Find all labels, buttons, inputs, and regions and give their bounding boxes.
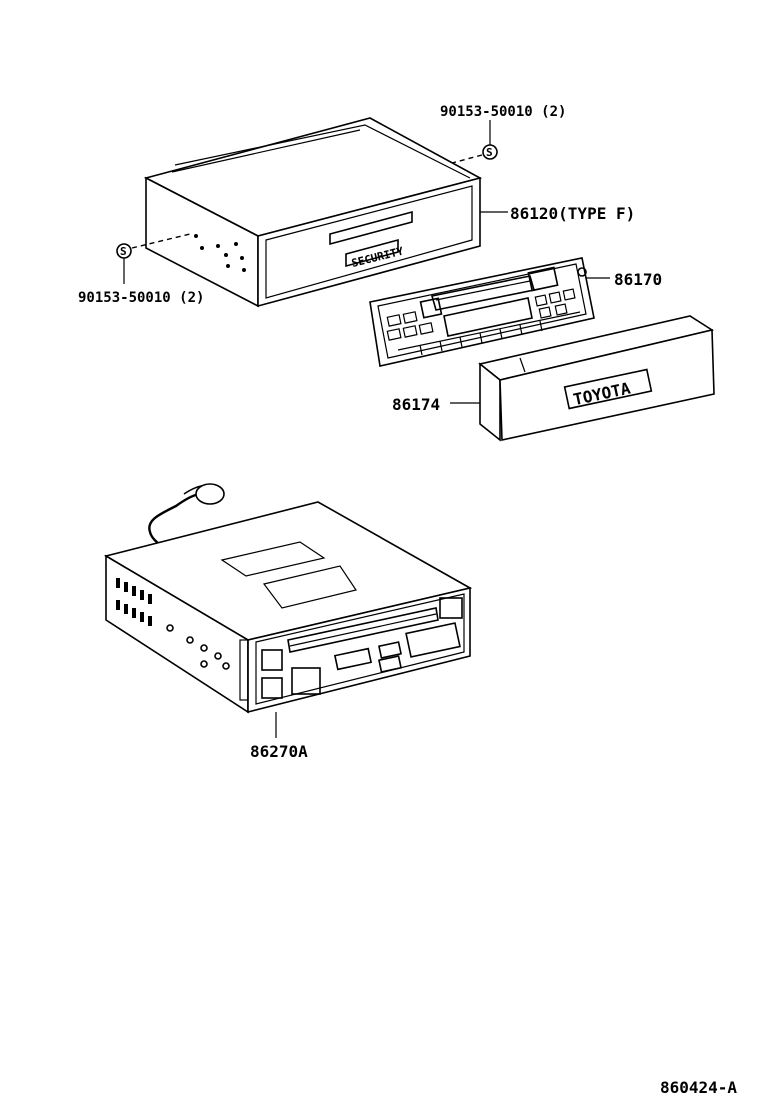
callout-case: 86120(TYPE F) [510, 204, 635, 223]
callout-cover: 86174 [392, 395, 440, 414]
screw-top-icon: S [451, 120, 498, 164]
radio-case [143, 117, 483, 308]
callout-cd-unit: 86270A [250, 742, 308, 761]
figure-code: 860424-A [660, 1078, 737, 1097]
callout-faceplate: 86170 [614, 270, 662, 289]
screw-top-symbol: S [486, 146, 493, 159]
screw-left-icon: S [116, 233, 191, 284]
callout-screw-top: 90153-50010 (2) [440, 104, 566, 120]
cover-panel: TOYOTA [478, 315, 715, 442]
faceplate [369, 257, 595, 367]
cd-unit [103, 483, 473, 714]
screw-left-symbol: S [120, 245, 127, 258]
callout-screw-left: 90153-50010 (2) [78, 290, 204, 306]
